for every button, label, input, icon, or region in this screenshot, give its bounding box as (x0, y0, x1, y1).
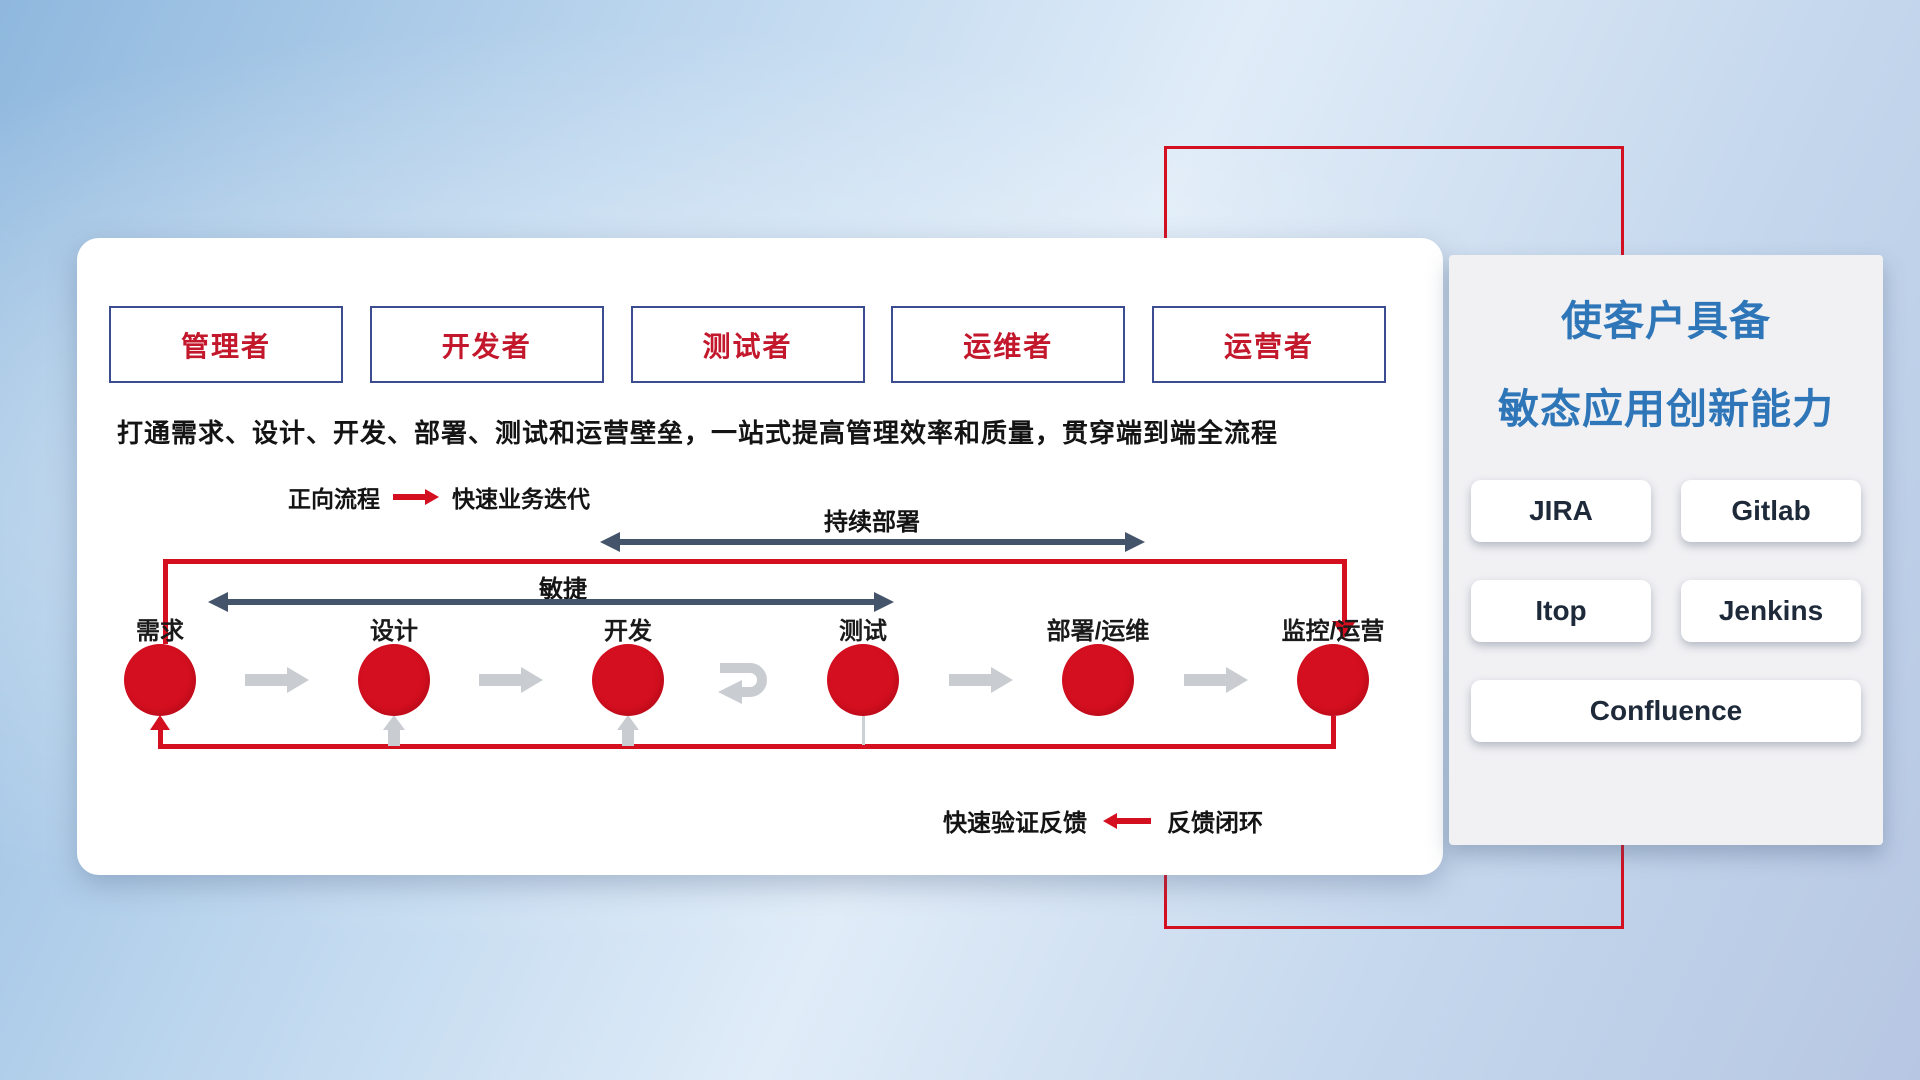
tool-button-confluence: Confluence (1471, 680, 1861, 742)
capability-panel: 使客户具备 敏态应用创新能力 JIRA Gitlab Itop Jenkins … (1449, 255, 1883, 845)
stage-circle (1297, 644, 1369, 716)
tool-grid: JIRA Gitlab Itop Jenkins Confluence (1471, 480, 1861, 742)
forward-flow-legend: 正向流程 快速业务迭代 (288, 480, 590, 514)
forward-loop-arrowhead-icon (1332, 621, 1356, 638)
forward-loop-line (1342, 559, 1347, 623)
flow-arrow-icon (1184, 667, 1248, 693)
feedback-legend: 快速验证反馈 反馈闭环 (943, 803, 1263, 838)
stage-circle (1062, 644, 1134, 716)
tool-button-jenkins: Jenkins (1681, 580, 1861, 642)
role-label: 管理者 (180, 330, 271, 362)
stage-label: 需求 (136, 618, 184, 645)
role-box-developer: 开发者 (369, 306, 604, 383)
role-box-ops: 运维者 (891, 306, 1126, 383)
workflow-panel: 管理者 开发者 测试者 运维者 运营者 打通需求、设计、开发、部署、测试和运营壁… (77, 238, 1443, 875)
stage-node-development: 开发 (548, 619, 708, 716)
capability-title-line1: 使客户具备 (1561, 298, 1771, 344)
feedback-loop-label: 反馈闭环 (1167, 810, 1263, 837)
tool-button-gitlab: Gitlab (1681, 480, 1861, 542)
capability-title-line2: 敏态应用创新能力 (1498, 386, 1834, 432)
stage-circle (827, 644, 899, 716)
stage-node-deploy-ops: 部署/运维 (1018, 619, 1178, 716)
iteration-loop-icon (710, 654, 780, 711)
stage-label: 监控/运营 (1281, 618, 1385, 645)
role-label: 运营者 (1223, 330, 1314, 362)
role-box-operator: 运营者 (1152, 306, 1386, 383)
forward-loop-line (163, 559, 168, 644)
stage-label: 设计 (370, 618, 418, 645)
tool-button-itop: Itop (1471, 580, 1651, 642)
capability-title: 使客户具备 敏态应用创新能力 (1449, 277, 1883, 453)
agile-label: 敏捷 (539, 576, 587, 603)
flow-arrow-icon (479, 667, 543, 693)
continuous-deployment-label: 持续部署 (824, 509, 920, 536)
role-label: 开发者 (441, 330, 532, 362)
forward-flow-label: 正向流程 (288, 486, 380, 512)
forward-flow-value: 快速业务迭代 (452, 486, 590, 512)
feedback-loop-line (158, 744, 1336, 749)
flow-arrow-icon (245, 667, 309, 693)
role-row: 管理者 开发者 测试者 运维者 运营者 (109, 306, 1386, 383)
role-box-manager: 管理者 (109, 306, 343, 383)
stage-node-requirements: 需求 (80, 619, 240, 716)
stage-circle (358, 644, 430, 716)
stage-circle (592, 644, 664, 716)
feedback-arrow-icon (1103, 812, 1151, 829)
role-label: 测试者 (702, 330, 793, 362)
feedback-value-label: 快速验证反馈 (943, 810, 1087, 837)
stage-node-testing: 测试 (783, 619, 943, 716)
test-feedback-drop-line (862, 716, 865, 745)
workflow-description: 打通需求、设计、开发、部署、测试和运营壁垒，一站式提高管理效率和质量，贯穿端到端… (117, 418, 1279, 448)
feedback-loop-line (1331, 716, 1336, 746)
continuous-deployment-arrow-icon (600, 532, 1145, 552)
stage-node-monitor-operations: 监控/运营 (1253, 619, 1413, 716)
agile-arrow-icon (208, 592, 894, 612)
stage-node-design: 设计 (314, 619, 474, 716)
role-label: 运维者 (963, 330, 1054, 362)
stage-label: 开发 (604, 618, 652, 645)
forward-loop-line (163, 559, 1347, 564)
stage-label: 部署/运维 (1046, 618, 1150, 645)
forward-arrow-icon (393, 489, 439, 505)
flow-arrow-icon (949, 667, 1013, 693)
stage-circle (124, 644, 196, 716)
feedback-loop-line (158, 728, 163, 746)
role-box-tester: 测试者 (630, 306, 865, 383)
feedback-loop-arrowhead-icon (150, 715, 170, 730)
tool-button-jira: JIRA (1471, 480, 1651, 542)
stage-label: 测试 (839, 618, 887, 645)
